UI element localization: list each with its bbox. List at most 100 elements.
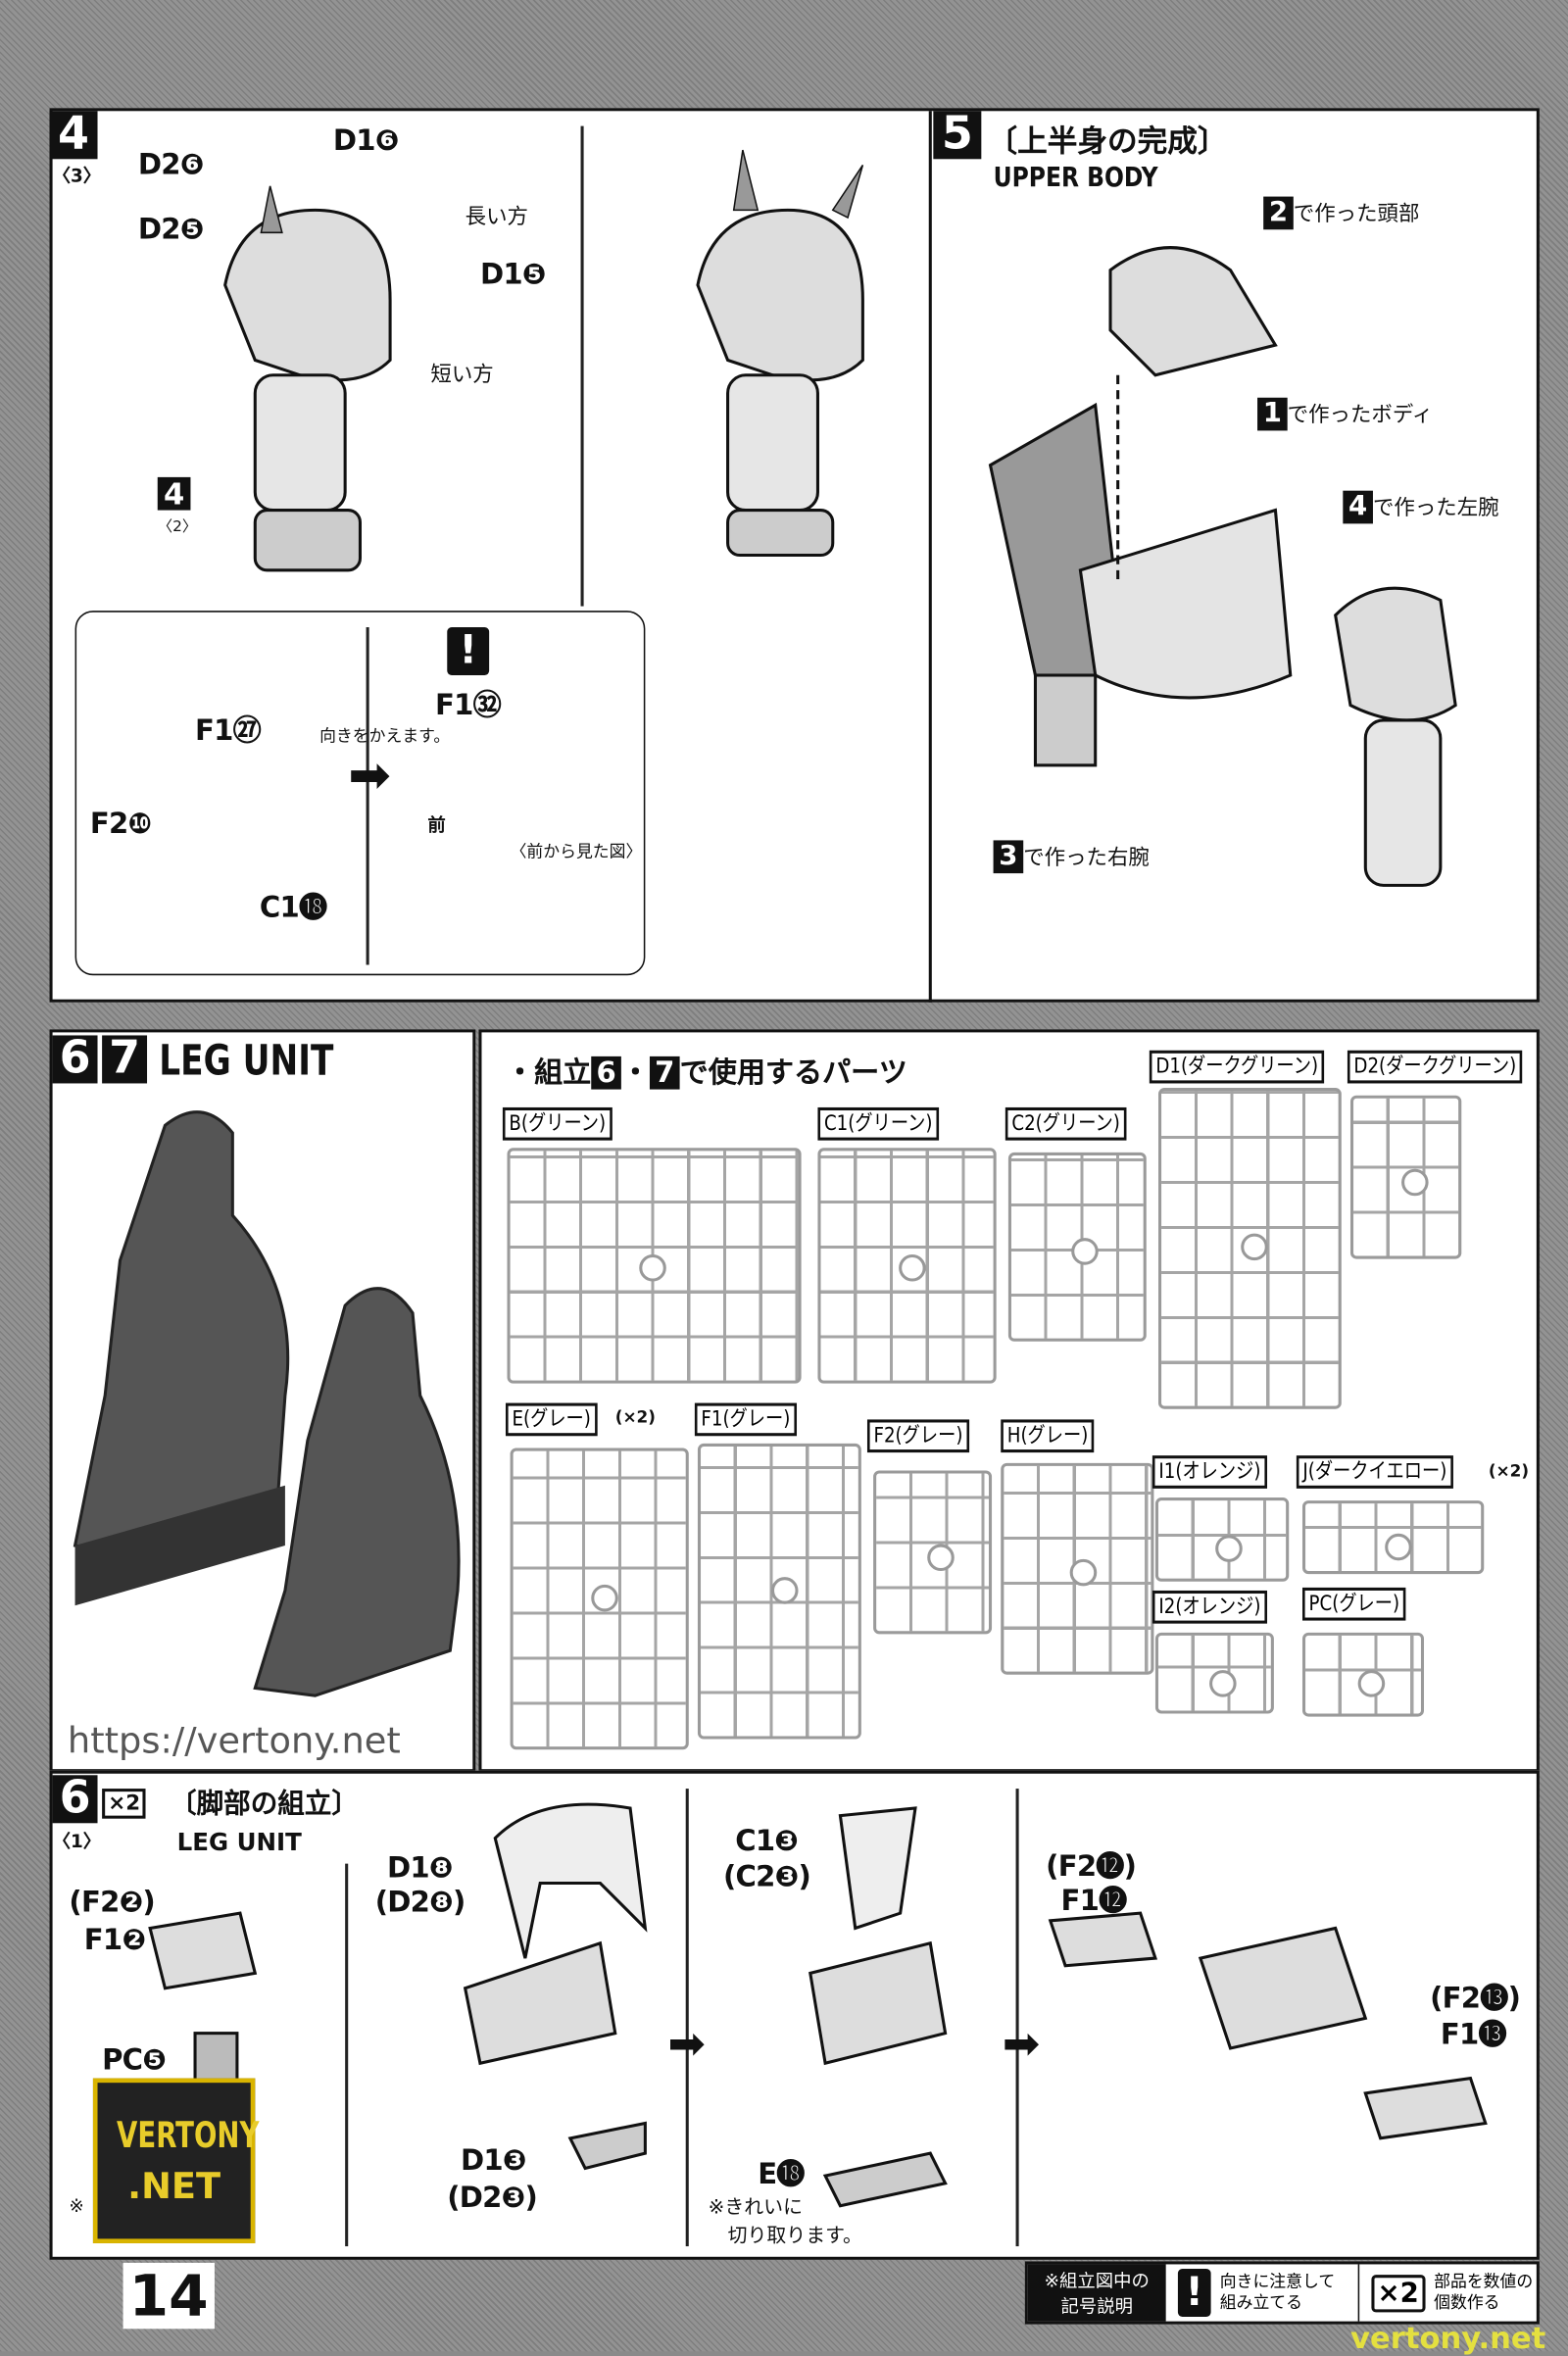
part-label: F1㉗: [195, 713, 262, 748]
step6-title-ja: 〔脚部の組立〕: [170, 1789, 359, 1821]
part-label: (F2❷): [69, 1886, 155, 1920]
part-label: E⓲: [758, 2157, 805, 2191]
long-side-note: 長い方: [465, 205, 528, 230]
runner-label-d2: D2(ダークグリーン): [1347, 1050, 1523, 1084]
ref-text: で作った右腕: [1023, 846, 1150, 871]
runner-f1: [697, 1443, 861, 1740]
caution-icon: !: [447, 626, 490, 675]
caution-text-1: 向きに注意して: [1219, 2272, 1336, 2291]
sub-divider: [345, 1863, 348, 2247]
step6-sub: 〈1〉: [52, 1830, 102, 1852]
legend-title-1: ※組立図中の: [1044, 2270, 1150, 2291]
part-label: C1❸: [735, 1824, 799, 1858]
step-ref-6: 6: [591, 1055, 621, 1090]
step-divider: [928, 111, 932, 1003]
step4-number: 4: [49, 111, 98, 160]
part-label: D2❺: [137, 213, 205, 247]
step-ref-7: 7: [650, 1055, 680, 1090]
arm-illustration: [223, 185, 392, 572]
symbol-legend: ※組立図中の 記号説明 ! 向きに注意して組み立てる ×2 部品を数値の個数作る: [1024, 2261, 1540, 2325]
runner-label-c1: C1(グリーン): [817, 1106, 939, 1141]
runner-c2: [1007, 1152, 1147, 1342]
arm-complete-illustration: [696, 149, 864, 558]
caution-text-2: 組み立てる: [1219, 2292, 1302, 2313]
runner-label-c2: C2(グリーン): [1004, 1106, 1127, 1141]
part-label: (D2❽): [374, 1886, 466, 1920]
step6-number-b: 6: [52, 1775, 98, 1824]
ref-text: で作った左腕: [1372, 496, 1499, 521]
runner-label-j: J(ダークイエロー): [1296, 1455, 1453, 1489]
mult-badge: ×2: [102, 1789, 147, 1819]
part-label: (F2⓬): [1046, 1849, 1137, 1884]
step5-number: 5: [933, 111, 982, 160]
short-side-note: 短い方: [430, 363, 494, 388]
arrow-icon: ➡: [348, 745, 391, 807]
vertony-logo: VERTONY .NET: [92, 2078, 260, 2243]
part-label: PC❺: [102, 2043, 167, 2078]
part-label: D2❻: [137, 148, 205, 182]
part-label: F1⓭: [1440, 2018, 1507, 2052]
runner-pc: [1301, 1632, 1425, 1717]
part-label: D1❻: [332, 124, 400, 158]
runner-qty-j: (×2): [1488, 1461, 1530, 1482]
caution-icon: !: [1177, 2269, 1211, 2318]
part-label: (F2⓭): [1430, 1982, 1521, 2016]
runner-i2: [1154, 1632, 1274, 1714]
leg-unit-title: LEG UNIT: [159, 1035, 334, 1085]
ref-num: 1: [1257, 397, 1288, 431]
part-label: F2❿: [89, 807, 152, 841]
step4-sub: 〈3〉: [52, 165, 102, 186]
part-label: D1❺: [479, 258, 547, 292]
logo-line-1: VERTONY: [117, 2114, 260, 2157]
runner-label-h: H(グレー): [1001, 1419, 1095, 1453]
runner-label-f1: F1(グレー): [694, 1402, 797, 1437]
sub-divider: [685, 1789, 689, 2247]
inset-box: [74, 611, 646, 976]
runner-b: [507, 1148, 802, 1384]
ref-text: で作ったボディ: [1287, 403, 1434, 428]
footer-watermark: vertony.net: [1349, 2320, 1546, 2356]
turn-note: 向きをかえます。: [319, 726, 451, 746]
part-label: F1⓬: [1060, 1885, 1127, 1918]
ref-num: 4: [1343, 490, 1373, 524]
cut-note-2: 切り取ります。: [727, 2225, 862, 2248]
arrow-icon: ➡: [667, 2018, 706, 2071]
mult-text-1: 部品を数値の: [1434, 2272, 1534, 2291]
legend-title-2: 記号説明: [1060, 2295, 1133, 2318]
part-label: D1❸: [461, 2143, 527, 2178]
runner-qty-e: (×2): [614, 1407, 656, 1428]
runner-d2: [1349, 1095, 1462, 1259]
parts-heading-mid: ・: [620, 1055, 651, 1090]
runner-h: [1001, 1462, 1154, 1675]
logo-line-2: .NET: [127, 2165, 221, 2208]
ref-num: 3: [993, 840, 1024, 874]
mult-icon: ×2: [1371, 2274, 1425, 2312]
part-label: (C2❸): [722, 1860, 811, 1894]
parts-heading-post: で使用するパーツ: [679, 1055, 907, 1090]
runner-i1: [1154, 1497, 1290, 1582]
runner-label-b: B(グリーン): [502, 1106, 612, 1141]
runner-label-d1: D1(ダークグリーン): [1149, 1050, 1325, 1084]
step7-number: 7: [102, 1035, 148, 1084]
leg-illustration: [73, 1110, 461, 1697]
runner-f2: [873, 1470, 993, 1635]
runner-e: [510, 1448, 689, 1750]
ref-num: 2: [1263, 196, 1294, 230]
cut-note-1: ※きれいに: [708, 2196, 803, 2220]
parts-heading-pre: ・組立: [505, 1055, 592, 1090]
front-label: 前: [427, 814, 446, 836]
runner-c1: [817, 1148, 997, 1384]
mult-text-2: 個数作る: [1434, 2292, 1500, 2313]
url-watermark: https://vertony.net: [67, 1719, 401, 1762]
note-mark: ※: [69, 2194, 84, 2217]
step6-number: 6: [52, 1035, 98, 1084]
legend-mult: ×2 部品を数値の個数作る: [1359, 2264, 1533, 2321]
part-label: C1⓲: [259, 891, 327, 925]
legend-caution: ! 向きに注意して組み立てる: [1166, 2264, 1360, 2322]
runner-label-pc: PC(グレー): [1301, 1587, 1406, 1621]
